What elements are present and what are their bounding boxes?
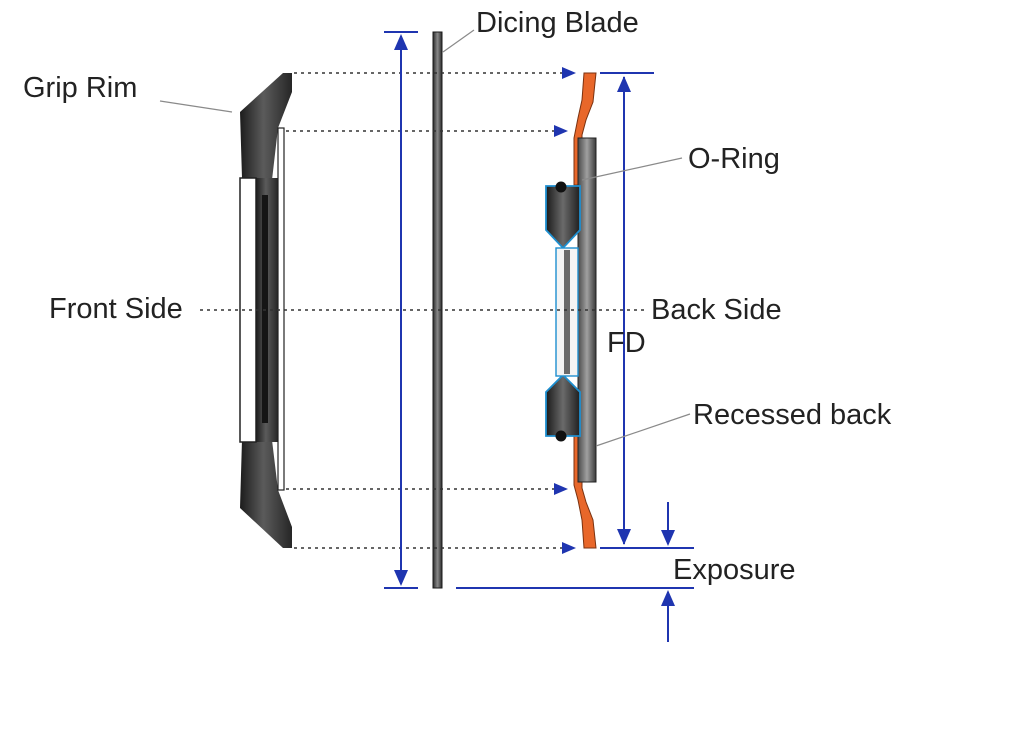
arrowhead-upper (554, 125, 568, 137)
labels: Dicing Blade Grip Rim O-Ring Front Side … (23, 7, 892, 586)
leader-o-ring (581, 157, 683, 181)
label-o-ring: O-Ring (688, 143, 780, 175)
o-ring-top (555, 181, 567, 193)
grip-rim-bottom (240, 440, 292, 548)
projection-lines (200, 67, 645, 554)
label-dicing-blade: Dicing Blade (476, 7, 639, 39)
recessed-back-center-stripe (564, 250, 570, 374)
label-fd: FD (607, 327, 646, 359)
label-exposure: Exposure (673, 554, 796, 586)
arrowhead-lower (554, 483, 568, 495)
label-front-side: Front Side (49, 293, 183, 325)
grip-rim-top (240, 73, 292, 180)
leader-lines (159, 29, 691, 447)
blade-diameter-dimension (384, 31, 418, 589)
front-flange (239, 73, 292, 548)
label-recessed-back: Recessed back (693, 399, 892, 431)
arrowhead-top (562, 67, 576, 79)
label-grip-rim: Grip Rim (23, 72, 137, 104)
leader-dicing-blade (442, 29, 475, 53)
flange-diameter-dimension (600, 72, 694, 549)
front-flange-groove (262, 195, 268, 423)
recessed-back-pad-bottom (545, 373, 581, 437)
leader-recessed-back (595, 413, 691, 447)
label-back-side: Back Side (651, 294, 782, 326)
arrowhead-bottom (562, 542, 576, 554)
recessed-back-pad-top (545, 185, 581, 250)
o-ring-bottom (555, 430, 567, 442)
exposure-dimension (456, 502, 694, 642)
front-flange-rear-face (277, 127, 285, 491)
leader-grip-rim (159, 100, 233, 113)
